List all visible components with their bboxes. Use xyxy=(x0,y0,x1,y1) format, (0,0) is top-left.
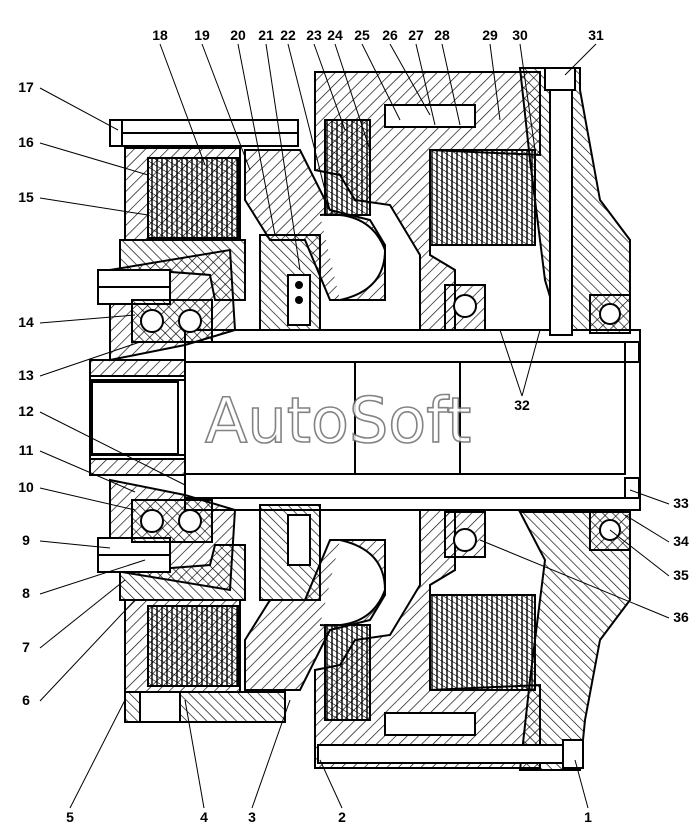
leader-34 xyxy=(624,514,670,543)
leader-4 xyxy=(184,699,205,809)
callout-11: 11 xyxy=(19,442,34,458)
callout-22: 22 xyxy=(280,27,296,43)
callout-3: 3 xyxy=(248,809,256,825)
callout-18: 18 xyxy=(152,27,168,43)
callout-4: 4 xyxy=(200,809,208,825)
callout-25: 25 xyxy=(354,27,370,43)
leader-17 xyxy=(39,87,119,131)
callout-35: 35 xyxy=(673,567,689,583)
callout-28: 28 xyxy=(434,27,450,43)
callout-17: 17 xyxy=(18,79,34,95)
leader-31 xyxy=(564,43,597,76)
leader-25 xyxy=(361,43,401,121)
leader-27 xyxy=(415,43,436,126)
callout-15: 15 xyxy=(18,189,34,205)
leader-7 xyxy=(39,579,126,649)
callout-1: 1 xyxy=(584,809,592,825)
leader-18 xyxy=(159,43,206,166)
callout-31: 31 xyxy=(588,27,604,43)
pressure-plate-lower xyxy=(244,504,387,691)
leader-5 xyxy=(69,699,126,809)
leader-36 xyxy=(479,539,670,619)
leader-19 xyxy=(201,43,251,171)
leader-6 xyxy=(39,599,136,702)
left-bearings xyxy=(131,299,213,543)
leader-lines xyxy=(39,43,670,809)
callout-12: 12 xyxy=(18,403,34,419)
callout-30: 30 xyxy=(512,27,528,43)
callout-10: 10 xyxy=(18,479,34,495)
leader-14 xyxy=(39,314,136,324)
leader-12 xyxy=(39,411,186,486)
callout-16: 16 xyxy=(18,134,34,150)
spline-coupling xyxy=(89,359,186,476)
leader-20 xyxy=(237,43,276,236)
tie-bolt xyxy=(109,119,584,769)
end-cover xyxy=(444,67,631,771)
leader-23 xyxy=(313,43,346,131)
leader-10 xyxy=(39,487,136,511)
callout-14: 14 xyxy=(18,314,34,330)
callout-23: 23 xyxy=(306,27,322,43)
leader-21 xyxy=(265,43,301,271)
callout-34: 34 xyxy=(673,533,689,549)
leader-2 xyxy=(319,759,343,809)
leader-8 xyxy=(39,559,146,595)
leader-16 xyxy=(39,142,149,176)
callout-2: 2 xyxy=(338,809,346,825)
callout-26: 26 xyxy=(382,27,398,43)
callout-6: 6 xyxy=(22,692,30,708)
leader-30 xyxy=(519,43,536,151)
callout-20: 20 xyxy=(230,27,246,43)
callout-7: 7 xyxy=(22,639,30,655)
leader-11 xyxy=(39,450,136,493)
callout-5: 5 xyxy=(66,809,74,825)
leader-35 xyxy=(609,529,670,577)
leader-28 xyxy=(441,43,461,126)
callout-29: 29 xyxy=(482,27,498,43)
main-shaft xyxy=(184,329,641,511)
right-drum-housing xyxy=(314,71,541,769)
callout-8: 8 xyxy=(22,585,30,601)
left-disc-pack xyxy=(117,119,299,723)
leader-1 xyxy=(574,759,589,809)
callout-19: 19 xyxy=(194,27,210,43)
watermark: AutoSoft xyxy=(205,384,471,457)
leader-3 xyxy=(251,699,291,809)
pressure-plate-upper xyxy=(244,149,387,331)
callout-36: 36 xyxy=(673,609,689,625)
leader-26 xyxy=(389,43,431,116)
leader-13 xyxy=(39,341,141,377)
leader-32 xyxy=(499,329,523,397)
leader-22 xyxy=(287,43,331,211)
callout-24: 24 xyxy=(327,27,343,43)
callout-32: 32 xyxy=(514,397,530,413)
callout-13: 13 xyxy=(18,367,34,383)
leader-29 xyxy=(489,43,501,121)
callout-27: 27 xyxy=(408,27,424,43)
leader-32 xyxy=(521,329,541,397)
callout-9: 9 xyxy=(22,532,30,548)
callout-21: 21 xyxy=(258,27,274,43)
leader-24 xyxy=(334,43,371,151)
leader-15 xyxy=(39,197,149,216)
leader-9 xyxy=(39,540,111,549)
callout-33: 33 xyxy=(673,495,689,511)
leader-33 xyxy=(629,489,670,505)
